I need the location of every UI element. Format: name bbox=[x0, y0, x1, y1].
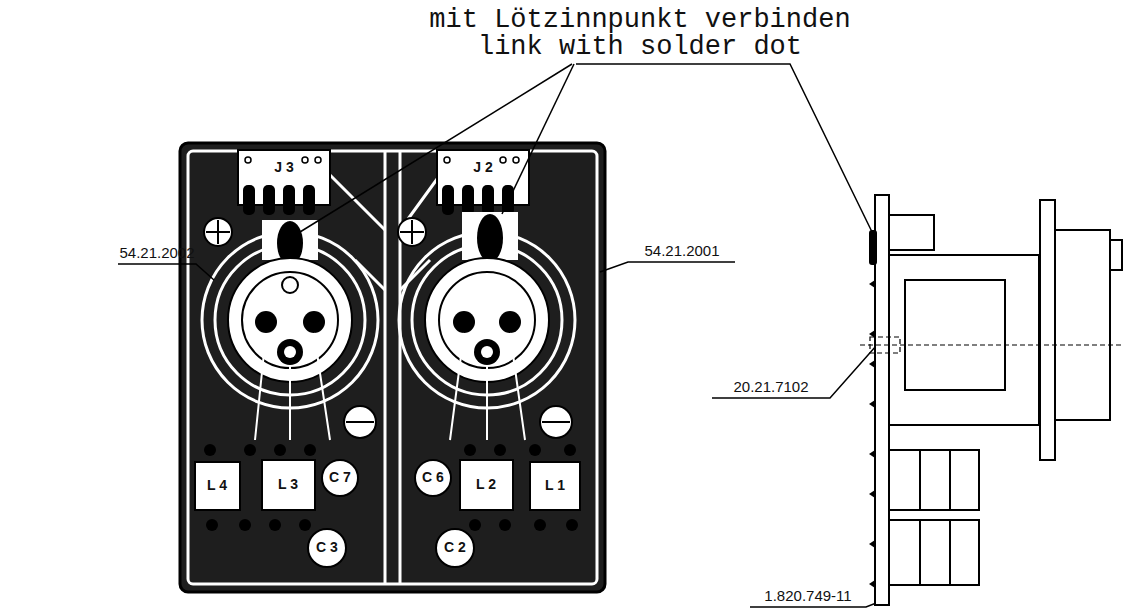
inductor-label: L 1 bbox=[545, 478, 565, 493]
note-text: link with solder dot bbox=[478, 33, 802, 63]
capacitor-label: C 6 bbox=[422, 470, 444, 485]
inductor-label: L 2 bbox=[476, 477, 496, 492]
part-number: 54.21.2001 bbox=[644, 243, 719, 260]
capacitor-label: C 7 bbox=[329, 470, 351, 485]
connector-label: J 2 bbox=[473, 160, 492, 175]
inductor-label: L 3 bbox=[278, 477, 298, 492]
capacitor-label: C 3 bbox=[316, 540, 338, 555]
part-number: 20.21.7102 bbox=[733, 379, 808, 396]
connector-label: J 3 bbox=[274, 160, 293, 175]
inductor-label: L 4 bbox=[207, 478, 227, 493]
note-text: mit Lötzinnpunkt verbinden bbox=[429, 6, 850, 36]
capacitor-label: C 2 bbox=[444, 540, 466, 555]
part-number: 54.21.2002 bbox=[119, 245, 194, 262]
part-number: 1.820.749-11 bbox=[764, 588, 851, 605]
